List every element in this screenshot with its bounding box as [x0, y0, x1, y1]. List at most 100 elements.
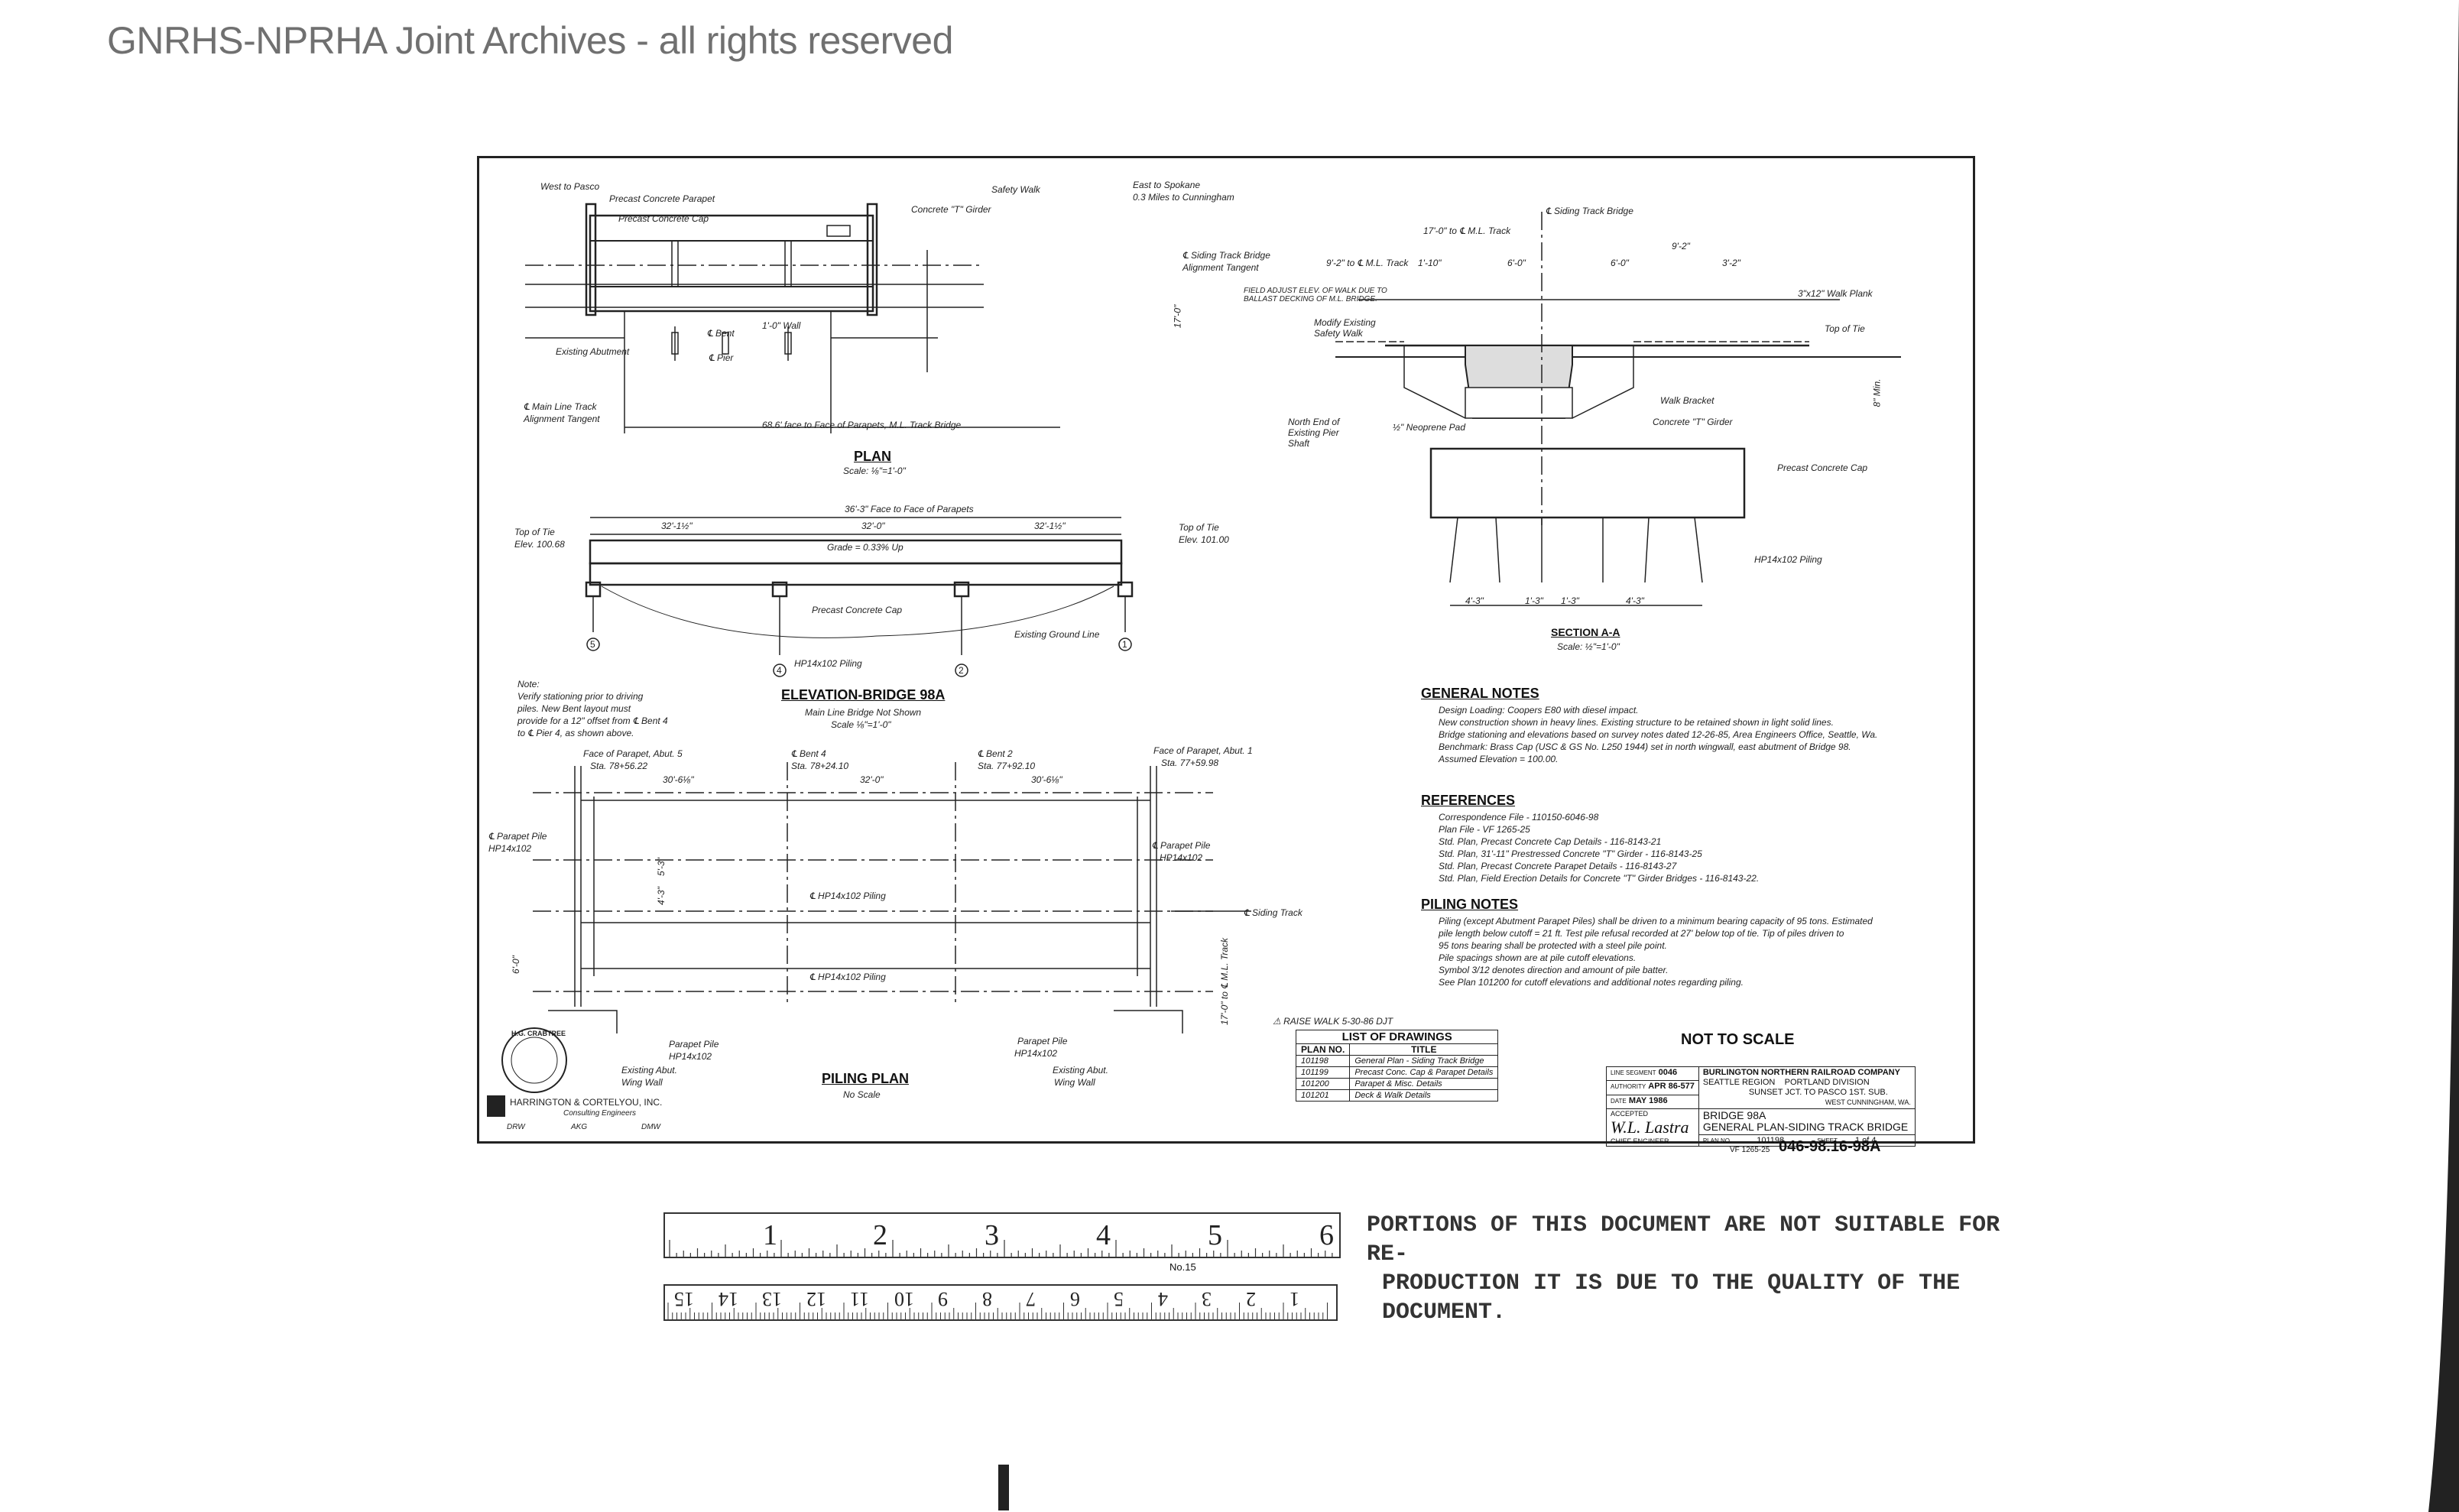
general-note-line: Assumed Elevation = 100.00. — [1439, 754, 1559, 764]
piling-note-line: See Plan 101200 for cutoff elevations an… — [1439, 977, 1744, 988]
tb-region: SEATTLE REGION — [1702, 1078, 1776, 1087]
pile-bent4: ℄ Bent 4 — [791, 748, 826, 759]
drawing-title: Deck & Walk Details — [1349, 1089, 1499, 1102]
vf-number: VF 1265-25 — [1730, 1146, 1770, 1154]
tb-bridge-cell: BRIDGE 98A GENERAL PLAN-SIDING TRACK BRI… — [1698, 1108, 1916, 1135]
ruler-cm-number: 8 — [981, 1288, 992, 1310]
elev-tie-right2: Elev. 101.00 — [1179, 534, 1229, 545]
pile-wing-r2: Wing Wall — [1054, 1077, 1095, 1088]
drawing-no: 101200 — [1295, 1078, 1351, 1090]
ruler-cm-ticks — [667, 1303, 1328, 1319]
elev-span1: 32'-1½" — [661, 521, 693, 531]
drawings-col-plan: PLAN NO. — [1295, 1043, 1351, 1056]
section-title: SECTION A-A — [1551, 626, 1620, 638]
elevation-note-title: Note: — [517, 679, 540, 689]
pile-bent4-sta: Sta. 78+24.10 — [791, 761, 849, 771]
pile-abut5-sta: Sta. 78+56.22 — [590, 761, 648, 771]
section-north-end-label: North End of Existing Pier Shaft — [1288, 417, 1340, 449]
pile-dim-53: 5'-3" — [655, 858, 667, 876]
pile-siding-label: ℄ Siding Track — [1244, 907, 1302, 918]
pile-hp-row2: ℄ HP14x102 Piling — [809, 972, 886, 982]
pile-dim-60: 6'-0" — [510, 956, 521, 974]
piling-notes: Piling (except Abutment Parapet Piles) s… — [1439, 915, 1873, 988]
pile-abut1-sta: Sta. 77+59.98 — [1161, 758, 1219, 768]
plan-siding-align-label: ℄ Siding Track Bridge — [1182, 250, 1270, 261]
elev-piling-label: HP14x102 Piling — [794, 658, 862, 669]
piling-note-line: Symbol 3/12 denotes direction and amount… — [1439, 965, 1669, 975]
reference-line: Plan File - VF 1265-25 — [1439, 824, 1530, 835]
drawing-sheet: West to Pasco Precast Concrete Parapet P… — [477, 156, 1975, 1155]
drawings-col-title: TITLE — [1349, 1043, 1499, 1056]
plan-east-sub-label: 0.3 Miles to Cunningham — [1133, 192, 1234, 203]
general-notes: Design Loading: Coopers E80 with diesel … — [1439, 704, 1877, 765]
ruler-cm-number: 13 — [762, 1288, 782, 1310]
reference-line: Correspondence File - 110150-6046-98 — [1439, 812, 1599, 823]
pile-bent2-sta: Sta. 77+92.10 — [978, 761, 1036, 771]
tb-accepted-label: ACCEPTED — [1611, 1110, 1649, 1118]
elev-bent-2: 2 — [959, 665, 964, 676]
plan-bent-label: ℄ Bent — [707, 328, 735, 339]
tb-company-cell: BURLINGTON NORTHERN RAILROAD COMPANY SEA… — [1698, 1066, 1916, 1109]
elev-bent-1: 1 — [1122, 639, 1127, 650]
elev-bent-4: 4 — [777, 665, 782, 676]
tb-division: PORTLAND DIVISION — [1784, 1078, 1870, 1087]
pile-ml-label: 17'-0" to ℄ M.L. Track — [1219, 937, 1231, 1026]
general-note-line: Design Loading: Coopers E80 with diesel … — [1439, 705, 1639, 715]
ruler-num-4: 4 — [1096, 1219, 1111, 1251]
ruler-cm-number: 10 — [894, 1288, 914, 1310]
plan-face-dim-label: 68.6' face to Face of Parapets, M.L. Tra… — [762, 420, 962, 430]
pile-parapet-pile-l: Parapet Pile — [669, 1039, 719, 1050]
plan-main-line2-label: Alignment Tangent — [524, 414, 600, 424]
elev-span2: 32'-0" — [861, 521, 885, 531]
pile-wing-r: Existing Abut. — [1053, 1065, 1108, 1076]
tb-chief: CHIEF ENGINEER — [1611, 1137, 1669, 1145]
consultant-drw: DRW — [507, 1123, 525, 1131]
elev-tie-left: Top of Tie — [514, 527, 555, 537]
section-top-tie-label: Top of Tie — [1825, 323, 1865, 334]
not-to-scale-label: NOT TO SCALE — [1681, 1031, 1795, 1048]
plan-pier-label: ℄ Pier — [709, 352, 734, 363]
section-scale: Scale: ½"=1'-0" — [1557, 641, 1620, 652]
tb-date-value: MAY 1986 — [1628, 1095, 1668, 1105]
pile-parapet-pile-l2: HP14x102 — [669, 1051, 712, 1062]
tb-region-row: SEATTLE REGION PORTLAND DIVISION — [1703, 1078, 1911, 1088]
elevation-note-line: Verify stationing prior to driving — [517, 691, 644, 702]
general-notes-title: GENERAL NOTES — [1421, 686, 1539, 701]
tb-location: WEST CUNNINGHAM, WA. — [1825, 1098, 1911, 1106]
ruler-num-1: 1 — [763, 1219, 777, 1251]
ruler-inches: 1 2 3 4 5 6 — [663, 1212, 1341, 1258]
pile-dim-320: 32'-0" — [860, 774, 884, 785]
elevation-note-line: piles. New Bent layout must — [517, 703, 631, 714]
ruler-cm-number: 14 — [718, 1288, 738, 1310]
tb-authority: AUTHORITY APR 86-577 — [1606, 1080, 1699, 1095]
section-dim-43a: 4'-3" — [1465, 595, 1484, 606]
plan-parapet-label: Precast Concrete Parapet — [609, 193, 715, 204]
section-field-adjust-note: FIELD ADJUST ELEV. OF WALK DUE TO BALLAS… — [1244, 287, 1387, 303]
reproduction-notice: PORTIONS OF THIS DOCUMENT ARE NOT SUITAB… — [1367, 1211, 2009, 1325]
tb-subdivision: SUNSET JCT. TO PASCO 1ST. SUB. — [1748, 1088, 1888, 1097]
tb-plan-no: 101198 — [1757, 1135, 1785, 1145]
tb-plan-no-label: PLAN NO. — [1702, 1137, 1732, 1144]
drawings-table-title: LIST OF DRAWINGS — [1295, 1030, 1499, 1044]
consultant-sub: Consulting Engineers — [563, 1109, 637, 1118]
ruler-cm-number: 3 — [1202, 1288, 1212, 1310]
section-dim-13b: 1'-3" — [1561, 595, 1579, 606]
ruler-cm-number: 15 — [674, 1288, 694, 1310]
section-ml-distance: 17'-0" to ℄ M.L. Track — [1423, 226, 1511, 236]
tb-date-label: DATE — [1611, 1097, 1627, 1105]
elevation-note-line: to ℄ Pier 4, as shown above. — [517, 728, 634, 738]
section-dim-60b: 6'-0" — [1611, 258, 1629, 268]
piling-note-line: Piling (except Abutment Parapet Piles) s… — [1439, 916, 1873, 926]
pile-parapet-right2: HP14x102 — [1160, 852, 1203, 863]
ruler-num-3: 3 — [985, 1219, 999, 1251]
tb-date: DATE MAY 1986 — [1606, 1094, 1699, 1110]
section-neoprene-label: ½" Neoprene Pad — [1393, 422, 1465, 433]
pile-abut1: Face of Parapet, Abut. 1 — [1153, 745, 1253, 756]
plan-cap-label: Precast Concrete Cap — [618, 213, 709, 224]
pile-wing-l: Existing Abut. — [621, 1065, 677, 1076]
drawing-no: 101201 — [1295, 1089, 1351, 1102]
pile-parapet-pile-r: Parapet Pile — [1017, 1036, 1068, 1046]
tb-sheet-label: SHEET — [1817, 1137, 1838, 1144]
